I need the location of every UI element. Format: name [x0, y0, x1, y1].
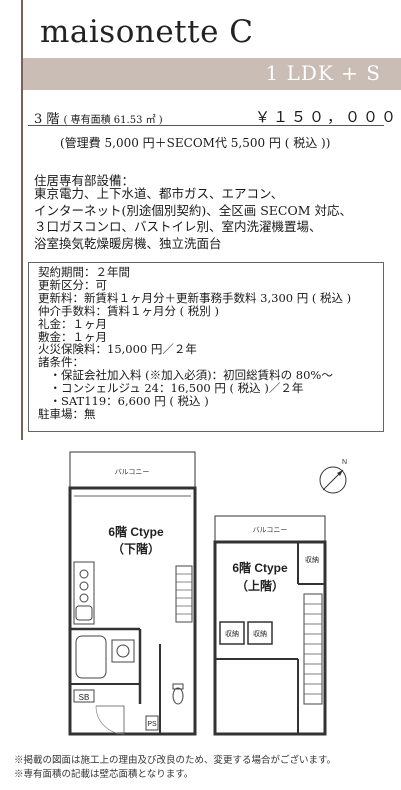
price-underline — [28, 125, 384, 126]
disclaimer-note: ※専有面積の記載は壁芯面積となります。 — [14, 769, 194, 780]
lower-floor-label: 6階 Ctype — [108, 524, 164, 539]
lower-sb-label: SB — [79, 693, 90, 702]
equipment-list: 東京電力、上下水道、都市ガス、エアコン、 インターネット(別途個別契約)、全区画… — [34, 186, 352, 252]
term-line: ・SAT119：6,600 円 ( 税込 ) — [38, 394, 209, 409]
equipment-line: 東京電力、上下水道、都市ガス、エアコン、 — [34, 186, 284, 201]
term-line: 敷金：１ヶ月 — [38, 329, 107, 344]
floor-and-area: 3 階 ( 専有面積 61.53 ㎡ ) — [34, 108, 163, 127]
lower-balcony-label: バルコニー — [115, 468, 150, 476]
term-line: 火災保険料：15,000 円／２年 — [38, 342, 197, 357]
term-line: 契約期間：２年間 — [38, 265, 130, 279]
layout-band — [23, 58, 401, 90]
term-line: ・保証会社加入料 (※加入必須)：初回総賃料の 80%～ — [38, 368, 333, 383]
term-line: ・コンシェルジュ 24：16,500 円 ( 税込 )／２年 — [38, 381, 304, 396]
rent-price: ￥１５０，０００ — [255, 108, 400, 126]
lower-floor-sub: （下階） — [112, 541, 160, 556]
lower-floor-plan: バルコニー 6階 Ctype （下階） SB PS — [68, 451, 197, 736]
equipment-line: ３口ガスコンロ、バストイレ別、室内洗濯機置場、 — [34, 219, 322, 234]
term-line: 更新料：新賃料１ヶ月分＋更新事務手数料 3,300 円 ( 税込 ) — [38, 290, 352, 305]
compass-icon: N — [319, 459, 347, 494]
floor-plan: バルコニー 6階 Ctype （下階） SB PS — [68, 451, 347, 736]
accent-vertical-line — [21, 0, 23, 440]
upper-storage-label: 収納 — [253, 629, 267, 638]
disclaimer-note: ※掲載の図面は施工上の理由及び改良のため、変更する場合がございます。 — [14, 755, 337, 766]
compass-north-label: N — [342, 459, 347, 466]
term-line: 更新区分：可 — [38, 277, 107, 292]
equipment-line: 浴室換気乾燥暖房機、独立洗面台 — [34, 235, 222, 251]
floor-number: 3 階 — [34, 112, 60, 127]
layout-type: 1 LDK + S — [265, 61, 381, 85]
term-line: 駐車場：無 — [38, 406, 96, 421]
upper-storage-label: 収納 — [305, 555, 319, 564]
upper-balcony-label: バルコニー — [253, 526, 288, 534]
management-fee: (管理費 5,000 円＋SECOM代 5,500 円 ( 税込 )) — [60, 136, 331, 150]
equipment-heading: 住居専有部設備： — [34, 173, 135, 188]
term-line: 仲介手数料：賃料１ヶ月分 ( 税別 ) — [38, 303, 219, 318]
equipment-line: インターネット(別途個別契約)、全区画 SECOM 対応、 — [34, 202, 353, 218]
property-title: maisonette C — [40, 14, 254, 50]
terms-box — [28, 262, 384, 432]
floor-area: ( 専有面積 61.53 ㎡ ) — [63, 115, 163, 126]
upper-floor-label: 6階 Ctype — [232, 560, 288, 575]
lower-ps-label: PS — [147, 721, 157, 728]
upper-storage-label: 収納 — [225, 629, 239, 638]
upper-floor-plan: バルコニー 6階 Ctype （上階） 収納 収納 収納 — [213, 515, 327, 736]
term-line: 諸条件： — [38, 355, 84, 370]
terms-list: 契約期間：２年間 更新区分：可 更新料：新賃料１ヶ月分＋更新事務手数料 3,30… — [38, 266, 351, 421]
term-line: 礼金：１ヶ月 — [38, 316, 107, 331]
upper-floor-sub: （上階） — [236, 578, 284, 593]
